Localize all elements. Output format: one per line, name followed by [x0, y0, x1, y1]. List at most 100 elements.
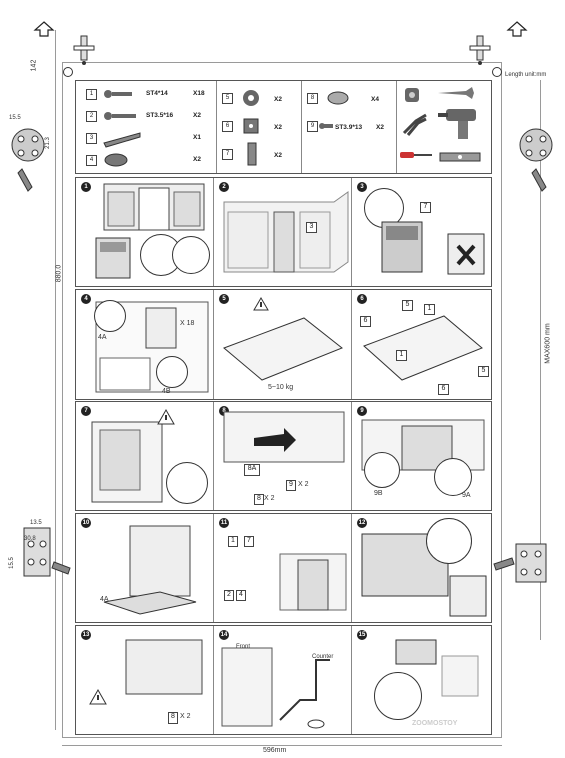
total-height-label: 880.0	[55, 264, 63, 283]
warning-triangle-icon	[89, 688, 107, 705]
screw-icon	[319, 123, 333, 129]
part-tag: 8A	[244, 464, 260, 476]
part-tag: 9	[286, 480, 296, 491]
side-b-label: 21.3	[44, 137, 51, 149]
step-number: 9	[357, 406, 367, 416]
finished-installation-illustration	[395, 639, 479, 697]
detail-circle	[364, 188, 404, 228]
bracket-icon	[243, 90, 259, 106]
part-number: 3	[86, 133, 97, 144]
part-tag: 7	[420, 202, 431, 213]
steps-row-1: 1 2 3 3 7	[75, 177, 492, 287]
step-number: 10	[81, 518, 91, 528]
door-panel-illustration	[223, 317, 343, 381]
part-number: 5	[222, 93, 233, 104]
front-label: Front	[236, 644, 251, 650]
part-row: 5 X2	[216, 87, 301, 109]
part-qty: X2	[274, 96, 282, 103]
step-number: 2	[219, 182, 229, 192]
dishwasher-installed-illustration	[91, 421, 163, 503]
step-number: 1	[81, 182, 91, 192]
step-label: 4A	[98, 334, 107, 341]
height-dimension-line	[55, 30, 56, 730]
steps-row-2: 4 4A X 18 4B 5 5~10 kg 6 5 1 6 1 5 6	[75, 289, 492, 400]
detail-circle	[434, 458, 472, 496]
step-number: 14	[219, 630, 229, 640]
counter-illustration	[279, 553, 347, 611]
step-number: 15	[357, 630, 367, 640]
drill-icon	[438, 109, 476, 139]
part-row: 6 X2	[216, 115, 301, 137]
step-3: 3 7	[352, 178, 490, 286]
dishwasher-base-illustration	[125, 639, 203, 695]
side-d-label: 13.5	[30, 520, 42, 526]
length-unit-label: Length unit:mm	[505, 72, 547, 78]
detail-circle	[94, 300, 126, 332]
warning-triangle-icon	[253, 297, 269, 311]
step-2: 2 3	[214, 178, 352, 286]
part-tag: 1	[424, 304, 435, 315]
part-number: 4	[86, 155, 97, 166]
strip-icon	[103, 132, 141, 148]
step-number: 6	[357, 294, 367, 304]
part-tag: 4	[236, 590, 246, 601]
side-c-label: 30.8	[24, 536, 36, 542]
cabinet-illustration	[103, 183, 205, 231]
step-11: 11 1 7 2 4	[214, 514, 352, 622]
screw-hole-right-icon	[492, 67, 502, 77]
level-icon	[439, 152, 481, 162]
part-qty: X2	[376, 124, 384, 131]
parts-column-3: 8 X4 9 ST3.9*13 X2	[301, 81, 397, 173]
step-6: 6 5 1 6 1 5 6	[352, 290, 490, 399]
part-row: 1 ST4*14 X18	[76, 83, 216, 105]
weight-label: 5~10 kg	[268, 384, 294, 391]
step-label: 4A	[100, 596, 109, 603]
counter-label: Counter	[312, 654, 334, 660]
part-qty: X2	[193, 156, 201, 163]
step-number: 12	[357, 518, 367, 528]
step-number: 8	[219, 406, 229, 416]
drain-hose-illustration	[221, 647, 330, 729]
part-qty: X2	[274, 152, 282, 159]
part-name: ST3.5*16	[146, 112, 174, 119]
parts-column-tools	[396, 81, 491, 173]
top-offset-label: 142	[30, 59, 38, 72]
detail-circle	[140, 234, 182, 276]
max-dimension-line	[540, 80, 541, 640]
step-1: 1	[76, 178, 214, 286]
step-number: 4	[81, 294, 91, 304]
screwdriver-icon	[400, 152, 432, 158]
bracket-icon	[247, 142, 257, 166]
dishwasher-illustration	[95, 237, 131, 279]
step-number: 11	[219, 518, 229, 528]
steps-row-3: 7 8 8A 9 X 2 8 X 2 9 9B 9A	[75, 401, 492, 511]
detail-circle	[374, 672, 422, 720]
width-label: 596mm	[263, 747, 287, 754]
part-qty: X18	[193, 90, 205, 97]
detail-circle	[426, 518, 472, 564]
detail-circle	[156, 356, 188, 388]
step-number: 5	[219, 294, 229, 304]
part-tag: 5	[478, 366, 489, 377]
part-number: 8	[307, 93, 318, 104]
cabinet-illustration	[223, 411, 345, 463]
part-row: 7 X2	[216, 142, 301, 166]
part-tag: 8	[168, 712, 178, 724]
step-4: 4 4A X 18 4B	[76, 290, 214, 399]
qty-label: X 2	[180, 713, 191, 720]
part-number: 7	[222, 149, 233, 160]
dishwasher-open-illustration	[103, 525, 197, 615]
step-8: 8 8A 9 X 2 8 X 2	[214, 402, 352, 510]
part-number: 1	[86, 89, 97, 100]
clip-icon	[104, 153, 128, 167]
part-qty: X1	[193, 134, 201, 141]
up-arrow-icon-right	[506, 21, 528, 37]
part-tag: 1	[228, 536, 238, 547]
step-10: 10 4A	[76, 514, 214, 622]
screw-icon	[104, 112, 136, 120]
wrench-icon	[438, 87, 474, 99]
step-15: 15 ZOOMOSTOY	[352, 626, 490, 734]
detail-circle	[166, 462, 208, 504]
part-number: 6	[222, 121, 233, 132]
warning-x-icon	[447, 233, 485, 275]
